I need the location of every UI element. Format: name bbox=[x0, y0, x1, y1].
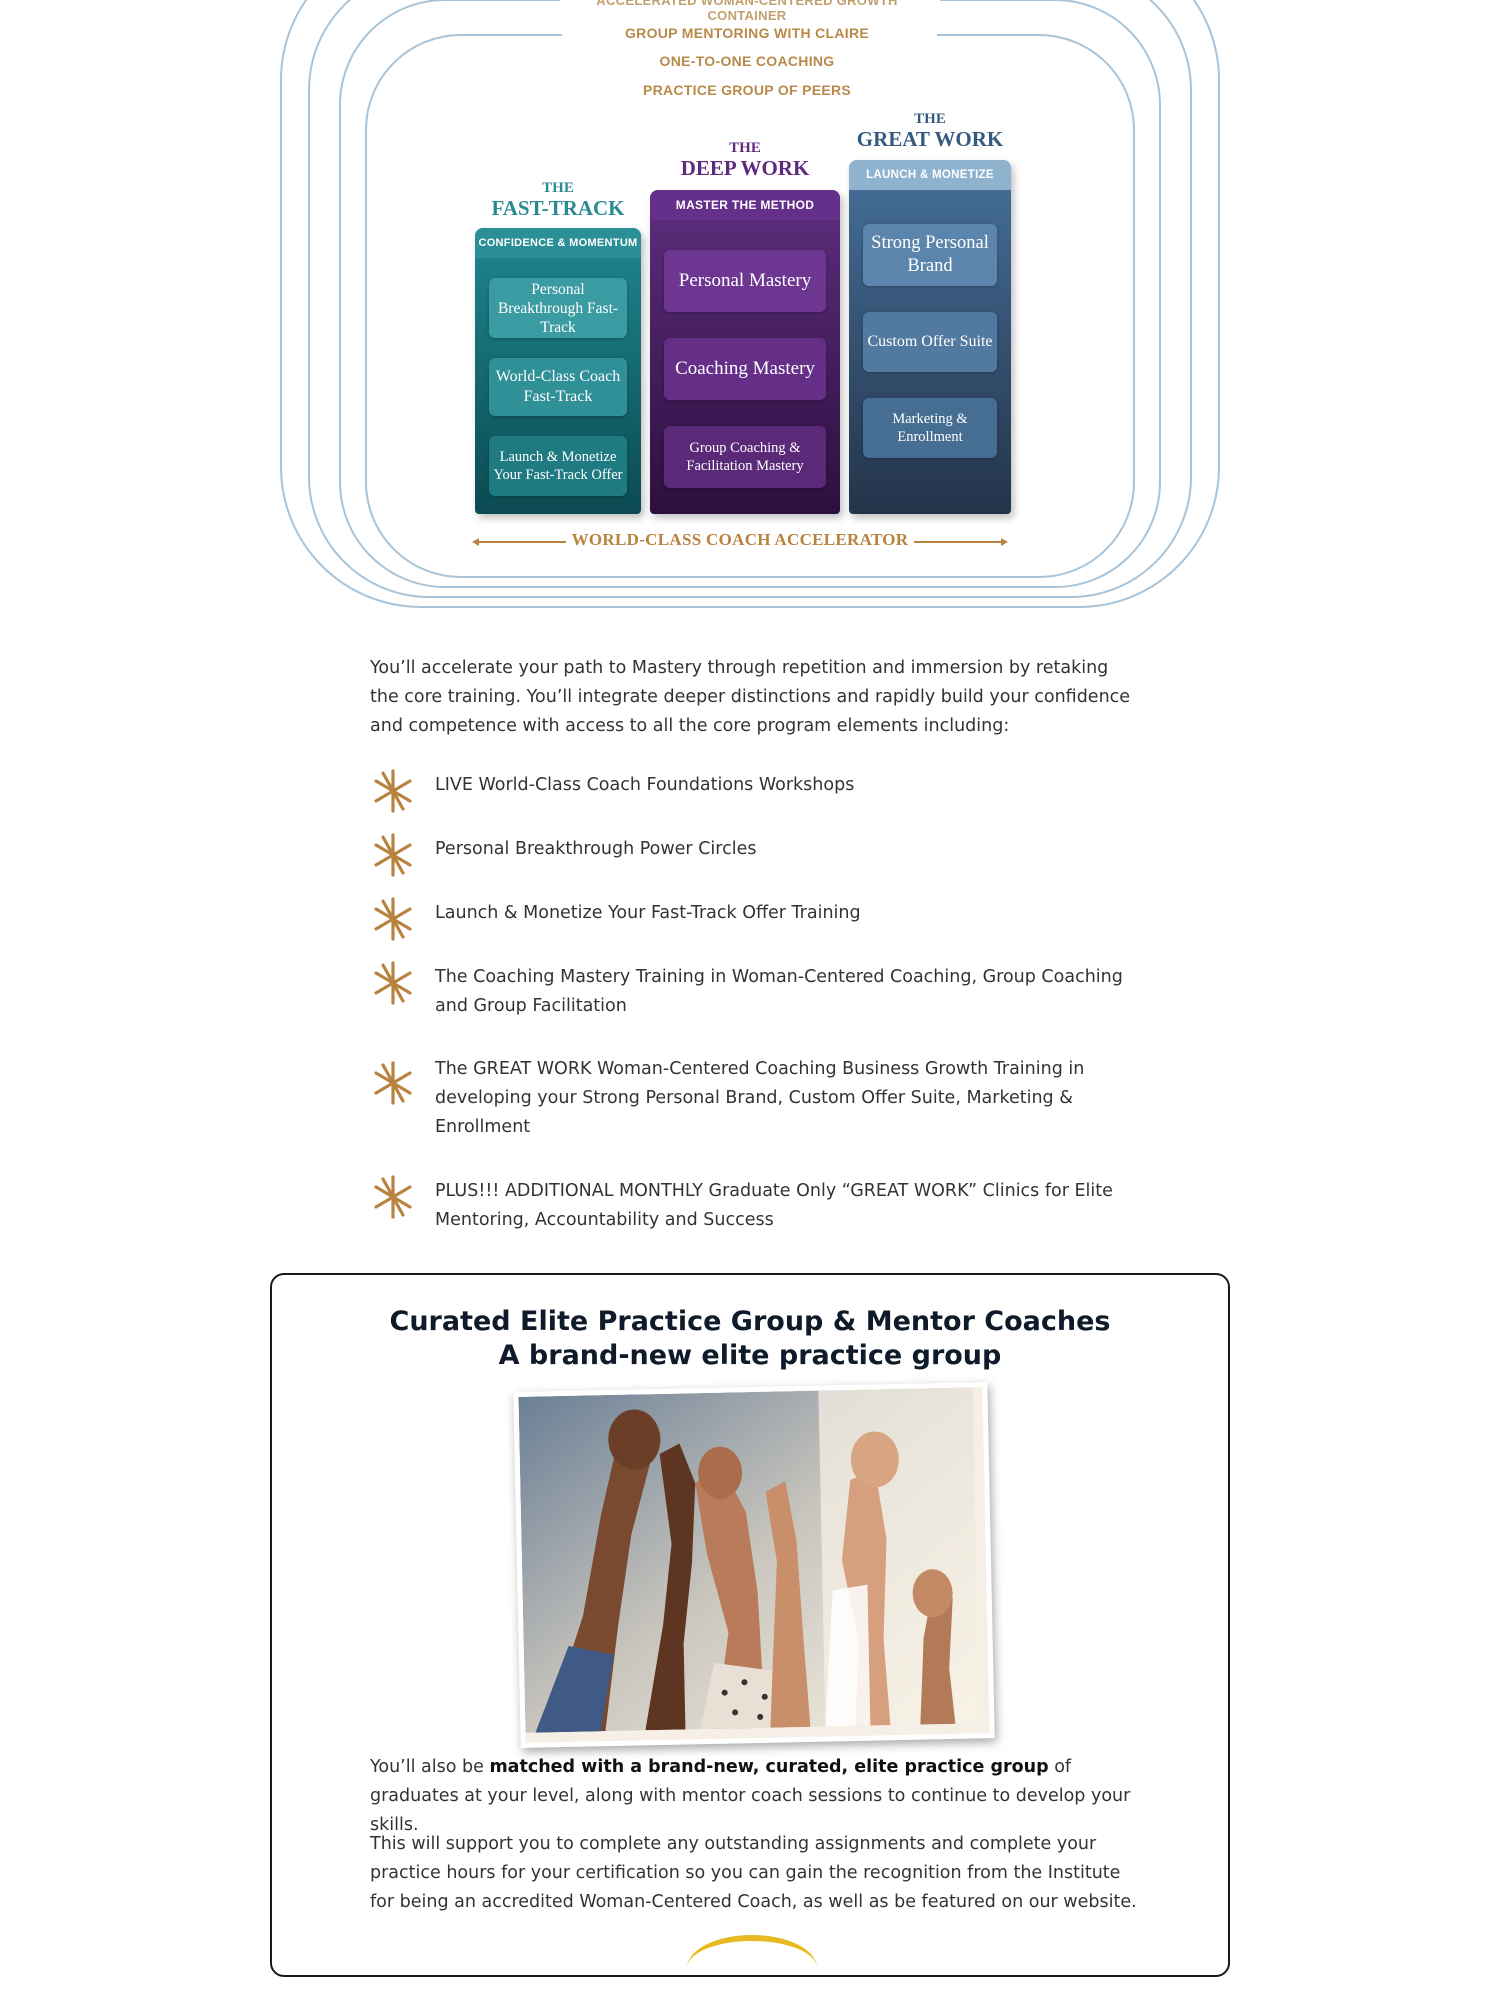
gold-star-icon bbox=[374, 833, 412, 877]
raised-hands-photo bbox=[513, 1382, 995, 1748]
great-work-title: THE GREAT WORK bbox=[856, 111, 1004, 151]
accelerator-footer-label: WORLD-CLASS COACH ACCELERATOR bbox=[565, 530, 915, 549]
tile-personal-mastery: Personal Mastery bbox=[664, 250, 826, 312]
practice-group-paragraph: You’ll also be matched with a brand-new,… bbox=[370, 1757, 1131, 1835]
top-banner-label: ACCELERATED WOMAN-CENTERED GROWTH CONTAI… bbox=[596, 0, 898, 23]
tile-coaching-mastery: Coaching Mastery bbox=[664, 338, 826, 400]
fast-track-title: THE FAST-TRACK bbox=[491, 180, 625, 220]
accelerator-footer: WORLD-CLASS COACH ACCELERATOR bbox=[470, 530, 1010, 556]
tier-label-practice-group: PRACTICE GROUP OF PEERS bbox=[642, 82, 852, 98]
tier-label-one-to-one: ONE-TO-ONE COACHING bbox=[659, 53, 835, 69]
container-rings bbox=[280, 0, 1220, 608]
great-work-header: LAUNCH & MONETIZE bbox=[849, 160, 1011, 190]
tile-personal-breakthrough: Personal Breakthrough Fast-Track bbox=[489, 278, 627, 338]
highlight-text: matched with a brand-new, curated, elite… bbox=[489, 1757, 1049, 1777]
gold-star-icon bbox=[374, 897, 412, 941]
list-item-text: LIVE World-Class Coach Foundations Works… bbox=[435, 775, 855, 795]
gold-badge-icon bbox=[687, 1935, 817, 2001]
gold-star-icon bbox=[374, 961, 412, 1005]
great-work-column: LAUNCH & MONETIZE Strong Personal Brand … bbox=[849, 160, 1011, 514]
tile-strong-personal-brand: Strong Personal Brand bbox=[863, 224, 997, 286]
deep-work-title: THE DEEP WORK bbox=[680, 140, 810, 180]
gold-star-icon bbox=[374, 1061, 412, 1105]
certification-paragraph: This will support you to complete any ou… bbox=[370, 1834, 1137, 1912]
practice-group-card: Curated Elite Practice Group & Mentor Co… bbox=[270, 1273, 1230, 1977]
intro-paragraph: You’ll accelerate your path to Mastery t… bbox=[370, 658, 1131, 736]
tile-marketing-enrollment: Marketing & Enrollment bbox=[863, 398, 997, 458]
card-title-line2: A brand-new elite practice group bbox=[498, 1340, 1002, 1371]
list-item-text: Personal Breakthrough Power Circles bbox=[435, 839, 757, 859]
raised-hands-illustration bbox=[518, 1387, 980, 1733]
list-item-text: Launch & Monetize Your Fast-Track Offer … bbox=[435, 903, 861, 923]
gold-star-icon bbox=[374, 769, 412, 813]
gold-star-icon bbox=[374, 1175, 412, 1219]
card-title: Curated Elite Practice Group & Mentor Co… bbox=[272, 1305, 1228, 1373]
card-title-line1: Curated Elite Practice Group & Mentor Co… bbox=[389, 1306, 1111, 1337]
list-item-text: The Coaching Mastery Training in Woman-C… bbox=[435, 967, 1123, 1016]
tier-label-group-mentoring: GROUP MENTORING WITH CLAIRE bbox=[624, 25, 870, 41]
accelerator-diagram: ACCELERATED WOMAN-CENTERED GROWTH CONTAI… bbox=[0, 0, 1500, 620]
tile-group-coaching-mastery: Group Coaching & Facilitation Mastery bbox=[664, 426, 826, 488]
fast-track-column: CONFIDENCE & MOMENTUM Personal Breakthro… bbox=[475, 228, 641, 514]
list-item-text: The GREAT WORK Woman-Centered Coaching B… bbox=[435, 1059, 1085, 1137]
deep-work-column: MASTER THE METHOD Personal Mastery Coach… bbox=[650, 190, 840, 514]
fast-track-header: CONFIDENCE & MOMENTUM bbox=[475, 228, 641, 258]
tile-launch-monetize-offer: Launch & Monetize Your Fast-Track Offer bbox=[489, 436, 627, 496]
deep-work-header: MASTER THE METHOD bbox=[650, 190, 840, 220]
tile-world-class-coach: World-Class Coach Fast-Track bbox=[489, 358, 627, 416]
tile-custom-offer-suite: Custom Offer Suite bbox=[863, 312, 997, 372]
list-item-text: PLUS!!! ADDITIONAL MONTHLY Graduate Only… bbox=[435, 1181, 1113, 1230]
